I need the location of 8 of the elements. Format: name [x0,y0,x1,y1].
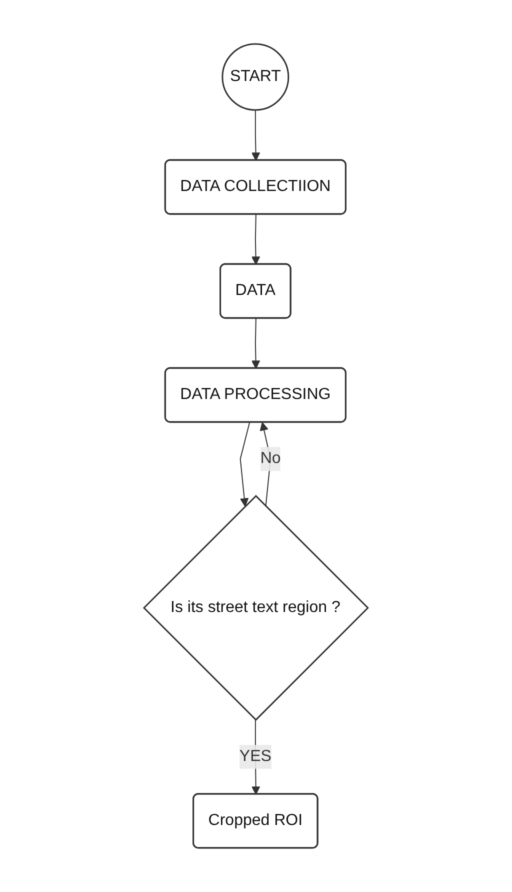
node-circle: START [222,43,290,111]
node-diamond: Is its street text region ? [143,494,369,721]
arrow [240,422,250,507]
edge-label: YES [239,748,272,765]
arrow [251,214,260,265]
arrow [251,318,260,369]
edge-label: No [260,450,281,468]
arrow [251,110,260,161]
